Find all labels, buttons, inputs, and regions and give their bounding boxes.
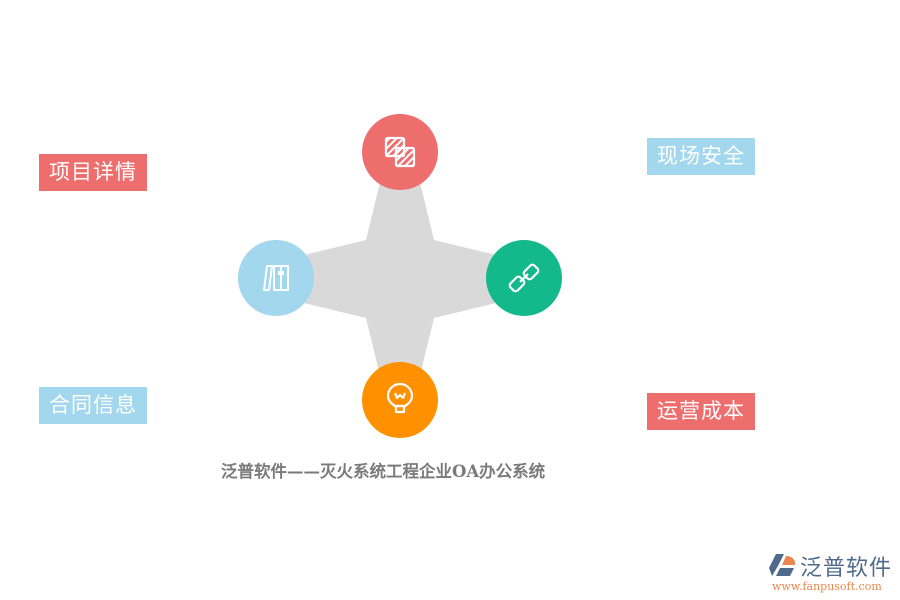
logo-url: www.fanpusoft.com [772,580,882,593]
brand-logo: 泛普软件 www.fanpusoft.com [768,550,893,595]
lightbulb-icon [386,382,414,414]
label-contract-info: 合同信息 [39,387,147,424]
node-left[interactable] [238,240,314,316]
label-site-safety: 现场安全 [647,138,755,175]
label-project-details: 项目详情 [39,154,147,191]
stripes-squares-icon [384,136,416,168]
node-right[interactable] [486,240,562,316]
logo-mark-icon [769,554,796,576]
diagram-caption: 泛普软件——灭火系统工程企业OA办公系统 [221,462,546,481]
node-bottom[interactable] [362,362,438,438]
books-icon [263,265,289,291]
logo-name: 泛普软件 [800,556,893,581]
node-top[interactable] [362,114,438,190]
chain-link-icon [508,263,540,293]
label-operating-cost: 运营成本 [647,393,755,430]
